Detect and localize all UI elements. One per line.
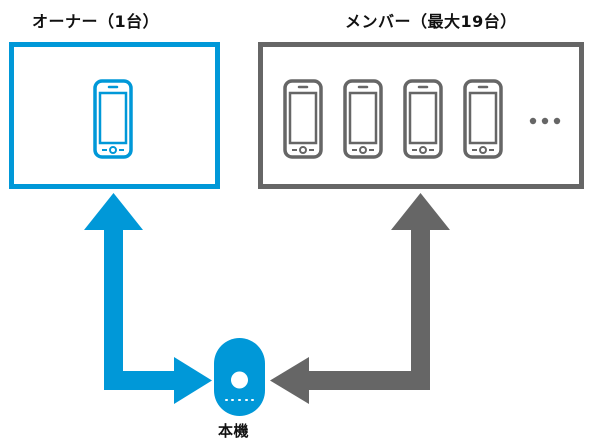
member-phone-icon [283,79,323,159]
more-indicator-icon [529,117,561,125]
member-connection-arrow [270,193,450,404]
owner-phone-icon [93,79,133,159]
member-box [258,42,584,189]
device-icon [214,338,265,416]
owner-box [9,42,220,189]
member-phone-icon [343,79,383,159]
owner-connection-arrow [84,193,212,404]
owner-title: オーナー（1台） [32,12,160,31]
member-phone-icon [403,79,443,159]
member-phone-icon [463,79,503,159]
member-title: メンバー（最大19台） [345,12,517,31]
device-label: 本機 [218,422,250,440]
